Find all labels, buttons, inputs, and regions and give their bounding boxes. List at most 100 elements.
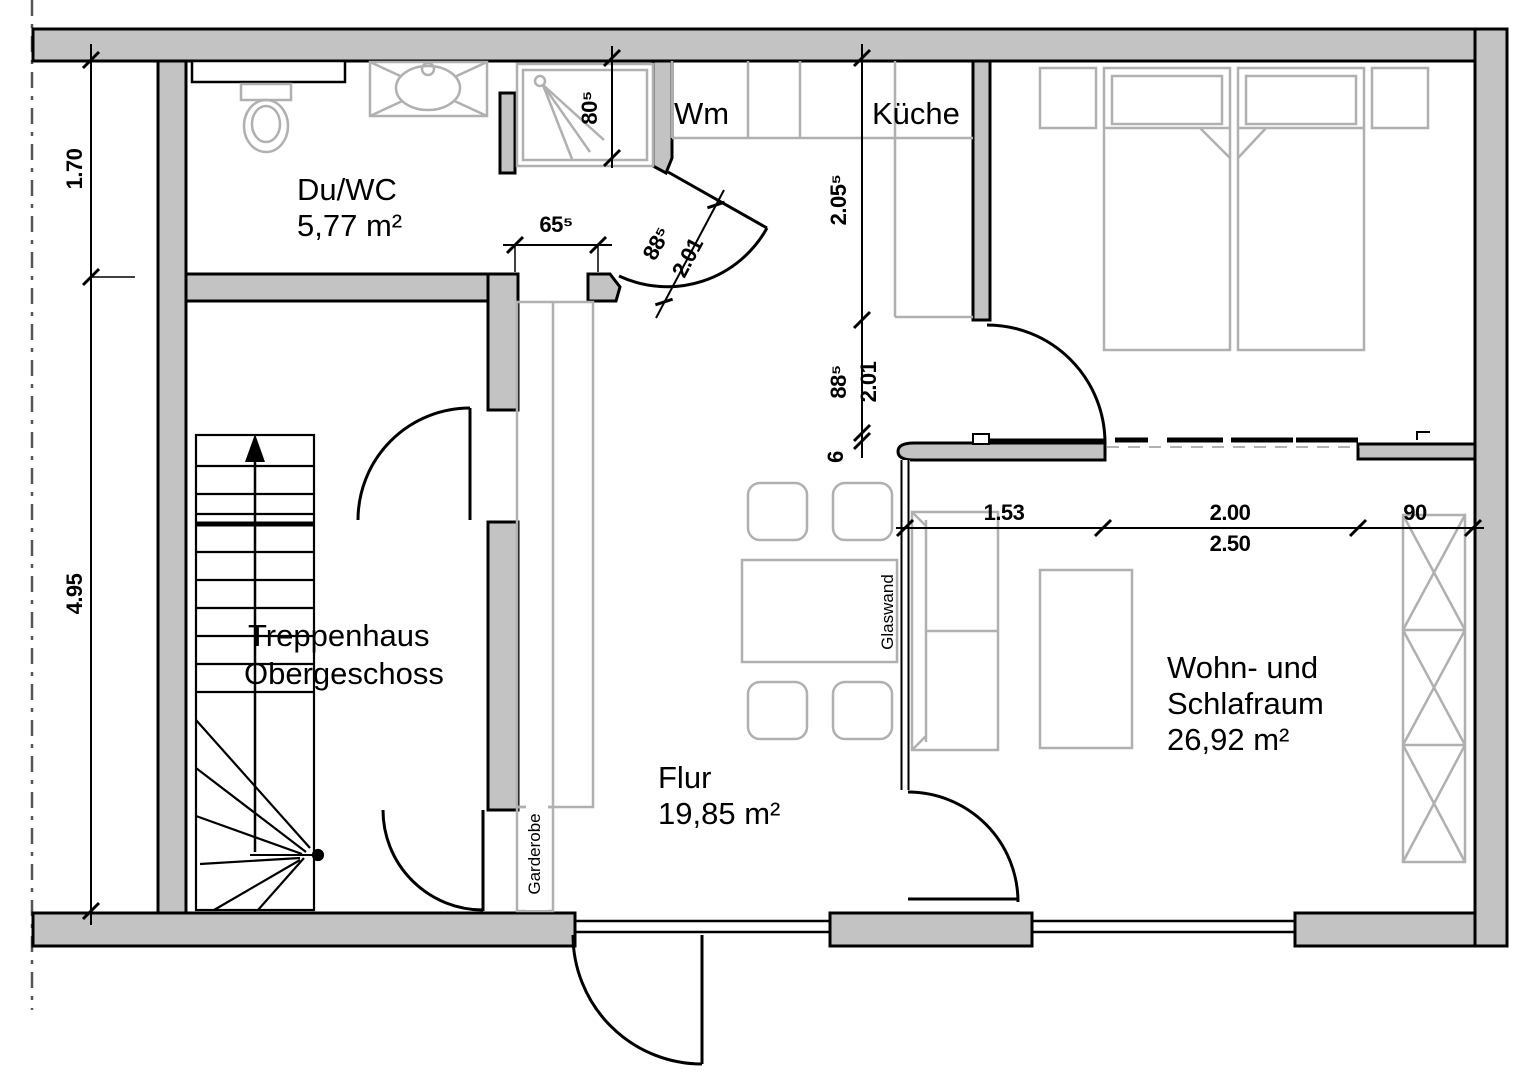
wall-duwc-door-stub	[586, 272, 622, 303]
wall-kitchen-bedroom	[971, 59, 992, 322]
dim-tick	[81, 901, 101, 921]
duwc-door-swing	[618, 227, 769, 289]
dim-tick	[852, 423, 872, 443]
dim-tick	[602, 48, 622, 68]
stair-lower-door-swing	[381, 809, 484, 912]
wall-hall-living	[896, 441, 1107, 462]
nightstand-right	[1370, 66, 1430, 130]
dim-left-top: 1.70	[62, 148, 87, 189]
dining-table	[740, 558, 899, 664]
bathroom-fixtures	[190, 59, 655, 168]
stairs-label-line1: Treppenhaus	[248, 618, 430, 653]
dim-left-bottom: 4.95	[62, 573, 87, 614]
dim-bottom-total: 2.50	[1210, 531, 1251, 556]
garderobe-label-bg	[526, 798, 548, 910]
walls	[31, 27, 1509, 948]
dim-tick	[602, 148, 622, 168]
dining-chair	[831, 481, 894, 542]
bedroom-door-swing	[986, 323, 1107, 444]
glass-wall-label: Glaswand	[878, 574, 897, 650]
washing-machine-label: Wm	[674, 96, 729, 131]
stairs	[194, 433, 325, 912]
wall-duwc-south	[184, 272, 520, 303]
text-labels: Du/WC 5,77 m² Treppenhaus Obergeschoss F…	[62, 91, 1427, 910]
dimensions	[81, 44, 1484, 925]
bedroom-furniture	[1038, 66, 1430, 352]
dim-bottom-seg2: 2.00	[1210, 500, 1251, 525]
dim-duwc-door-height: 2.01	[667, 233, 708, 281]
closet-outline	[515, 300, 595, 809]
shower-spray-line	[541, 84, 592, 153]
stair-winder	[195, 814, 303, 856]
sliding-partition	[1107, 431, 1430, 448]
wardrobe-cross	[1401, 514, 1467, 631]
bed-right-pillow	[1244, 74, 1358, 126]
dim-tick	[1093, 518, 1113, 538]
dim-tick	[852, 48, 872, 68]
toilet-bowl-inner	[250, 104, 282, 144]
bedroom-door-hinge	[972, 433, 990, 445]
wall-living-right-stub	[1356, 442, 1477, 461]
flur-label: Flur	[658, 760, 711, 795]
duwc-label: Du/WC	[297, 172, 397, 207]
dim-tick	[852, 431, 872, 451]
dim-bedroom-door-height: 2.01	[856, 361, 881, 402]
living-label-line1: Wohn- und	[1167, 650, 1318, 685]
wardrobe-outline	[1401, 513, 1467, 864]
stair-newel-dot	[311, 848, 325, 862]
wall-top	[31, 27, 1509, 63]
dim-duwc-door-width: 88⁵	[638, 223, 676, 264]
duwc-area: 5,77 m²	[297, 208, 402, 243]
stair-winder	[199, 856, 301, 866]
wall-shower-west-stub	[498, 91, 517, 175]
living-label-line2: Schlafraum	[1167, 686, 1324, 721]
dining-chair	[746, 481, 809, 542]
partition-end-hook	[1416, 431, 1430, 440]
coffee-table	[1038, 568, 1134, 750]
kitchen-counters	[670, 61, 973, 319]
windows	[575, 919, 1295, 934]
sofa-corner	[911, 511, 927, 527]
wall-stair-east-upper	[486, 272, 520, 412]
garderobe-label: Garderobe	[525, 813, 544, 894]
dim-bedroom-door-width: 88⁵	[826, 365, 851, 398]
dim-bottom-seg1: 1.53	[984, 500, 1025, 525]
bed-right	[1236, 66, 1366, 352]
flur-area: 19,85 m²	[658, 796, 780, 831]
stair-winder	[195, 719, 311, 849]
dim-shower-width: 80⁵	[577, 91, 602, 124]
bed-left-pillow	[1110, 74, 1224, 126]
dim-tick	[706, 200, 726, 210]
sofa-corner	[911, 735, 927, 751]
wardrobe-cross	[1401, 744, 1467, 863]
dim-bottom-seg3: 90	[1403, 500, 1427, 525]
kitchen-label: Küche	[872, 96, 960, 131]
bed-left	[1102, 66, 1232, 352]
living-area: 26,92 m²	[1167, 722, 1289, 757]
wall-bottom-left	[31, 911, 577, 948]
duwc-door-leaf	[667, 170, 768, 230]
glass-wall	[900, 460, 910, 790]
shower-spray-line	[541, 84, 574, 160]
stair-up-arrow	[245, 434, 265, 462]
wall-stair-east-lower	[486, 520, 520, 812]
shower-spray-line	[542, 84, 605, 141]
wall-right	[1473, 27, 1509, 948]
wall-shower-east-stub	[651, 59, 674, 176]
living-furniture	[910, 510, 1467, 864]
dim-line-duwc-door	[655, 189, 725, 319]
washbasin-bowl-icon	[394, 64, 462, 112]
wall-west	[156, 59, 188, 915]
glass-wall-core	[900, 460, 910, 790]
wardrobe-cross	[1401, 629, 1467, 746]
dining-set	[740, 481, 899, 741]
dim-niche-width: 65⁵	[539, 212, 572, 237]
toilet-cistern	[239, 82, 293, 102]
living-door-swing	[907, 790, 1020, 903]
dim-kitchen-depth: 2.05⁵	[826, 175, 851, 226]
dining-chair	[831, 680, 894, 741]
dim-tick	[895, 518, 915, 538]
dining-chair	[746, 680, 809, 741]
duwc-shelf	[190, 59, 347, 84]
